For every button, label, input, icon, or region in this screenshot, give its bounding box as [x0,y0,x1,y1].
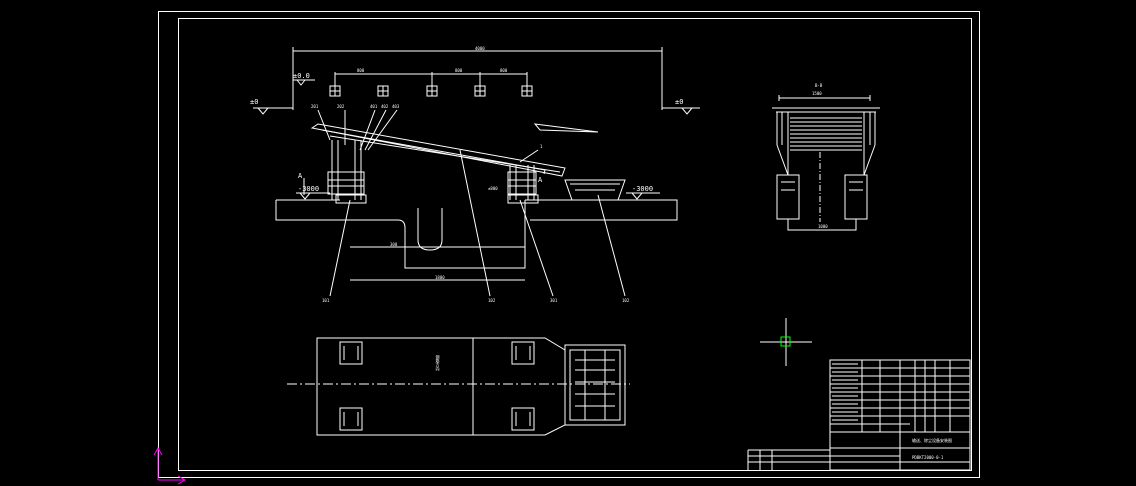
part-label-201: 201 [311,104,319,109]
inner-drawing-frame [178,18,972,471]
svg-text:1800: 1800 [435,275,445,280]
section-mark-a-left: A [298,172,303,180]
part-label-403: 403 [392,104,400,109]
level-bottom-left: -3000 [298,185,319,193]
part-label-202: 202 [337,104,345,109]
side-elevation-view: 4000 300 1800 ±0 ±0 ±0.0 800 800 800 201… [250,46,700,303]
outer-sheet-border [158,11,980,478]
plan-vertical-note: 钢筋方向 [436,354,441,372]
part-label-401: 401 [370,104,378,109]
svg-text:±800: ±800 [488,186,498,191]
level-top-right: ±0 [675,98,683,106]
section-b-b-view: B-B 1500 1000 [772,83,880,231]
level-bottom-right: -3000 [632,185,653,193]
svg-text:1000: 1000 [818,224,828,229]
part-label-102-a: 102 [488,298,496,303]
part-label-101: 101 [322,298,330,303]
level-top-left: ±0 [250,98,258,106]
svg-text:800: 800 [357,68,365,73]
part-label-102-b: 102 [622,298,630,303]
ucs-icon [153,446,187,485]
title-block-title: 输送、除尘设备安装图 [912,437,952,443]
level-top-inner: ±0.0 [293,72,310,80]
crosshair-cursor[interactable] [760,318,812,366]
plan-view: 钢筋方向 [287,337,630,436]
part-label-conveyor: 1 [540,144,543,149]
svg-text:800: 800 [500,68,508,73]
svg-text:300: 300 [390,242,398,247]
part-label-301: 301 [550,298,558,303]
section-mark-a-right: A [538,176,543,184]
title-block: 输送、除尘设备安装图 PDBKT2000-0-1 [747,359,971,471]
section-title: B-B [815,83,823,88]
svg-text:1500: 1500 [812,91,822,96]
part-label-402: 402 [381,104,389,109]
svg-text:800: 800 [455,68,463,73]
title-block-drawing-number: PDBKT2000-0-1 [912,455,944,460]
svg-text:4000: 4000 [475,46,485,51]
